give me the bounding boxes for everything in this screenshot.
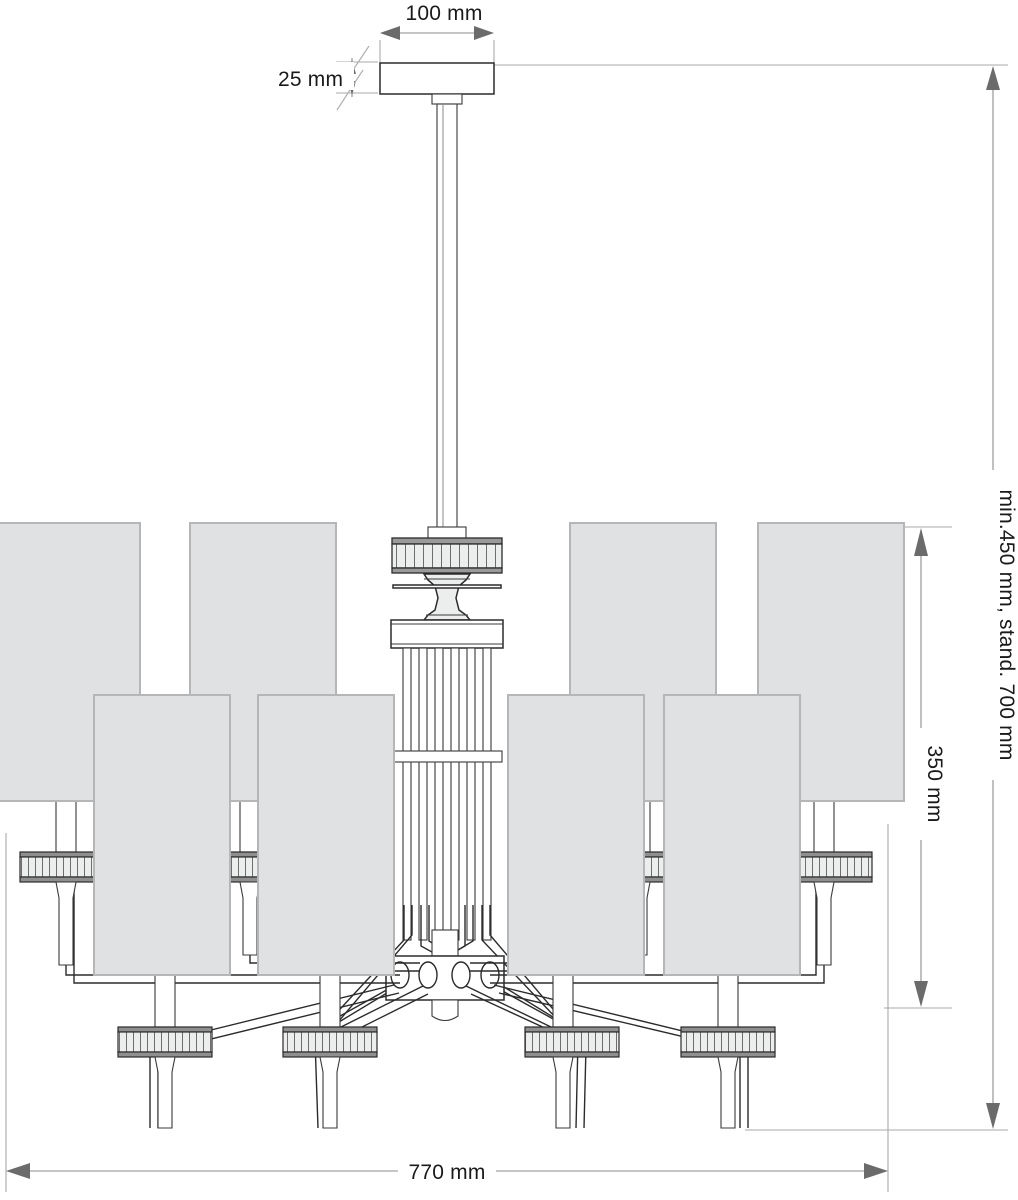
bobeche-fitting-l1: [117, 974, 213, 1129]
label-bg-350mm: [908, 728, 936, 840]
lower-row-fittings: [117, 974, 776, 1129]
baluster-spindle: [422, 573, 472, 621]
ribbed-disc-top-rim: [391, 537, 503, 545]
arrow-drop-bottom: [986, 1103, 1000, 1129]
canopy-collar: [431, 93, 463, 105]
dimension-labels: 100 mm 25 mm min.450 mm, stand. 700 mm 3…: [272, 0, 1018, 1184]
label-canopy-width: 100 mm: [405, 2, 482, 25]
ribbed-disc-bottom-rim: [391, 567, 503, 574]
label-bg-770mm: [398, 1156, 496, 1184]
label-bg-100mm: [392, 0, 496, 26]
shade-upper-1: [0, 522, 141, 802]
arrow-100mm-right: [474, 26, 494, 40]
arrow-350-top: [914, 528, 928, 556]
rod-end-collar: [427, 526, 467, 540]
bobeche-fitting-u4: [777, 795, 873, 966]
bobeche-fitting-l3: [524, 974, 620, 1129]
label-canopy-height: 25 mm: [278, 68, 343, 91]
cap-plate-shadow: [392, 584, 502, 589]
arrow-770-left: [6, 1163, 30, 1179]
ribbed-disc: [391, 543, 503, 569]
dimension-network: [5, 26, 1008, 1192]
arrow-770-right: [864, 1163, 888, 1179]
hub-finial: [431, 999, 459, 1022]
column-cap-group: [390, 584, 504, 649]
hub-neck: [431, 929, 459, 957]
label-body-height: 350 mm: [923, 745, 946, 822]
ceiling-canopy: [379, 62, 495, 95]
shade-lower-4: [663, 694, 801, 976]
bobeche-fitting-l4: [680, 974, 776, 1129]
shade-lower-2: [257, 694, 395, 976]
lower-shade-row: [93, 694, 801, 976]
rod-cage-column: [391, 647, 503, 941]
bobeche-fitting-l2: [282, 974, 378, 1129]
upper-ornament-group: [391, 526, 503, 621]
column-rods: [402, 647, 492, 941]
suspension-rod: [436, 103, 458, 535]
label-overall-width: 770 mm: [408, 1161, 485, 1184]
label-bg-25mm: [272, 62, 354, 90]
shade-lower-1: [93, 694, 231, 976]
column-mid-band: [391, 750, 503, 763]
arrow-drop-top: [986, 66, 1000, 90]
arrow-100mm-left: [380, 26, 400, 40]
arrow-350-bottom: [914, 981, 928, 1007]
ceiling-canopy-group: [379, 62, 495, 535]
shade-lower-3: [507, 694, 645, 976]
column-cap-plate: [390, 619, 504, 649]
label-bg-drop: [978, 470, 1008, 780]
label-overall-drop: min.450 mm, stand. 700 mm: [995, 489, 1018, 760]
